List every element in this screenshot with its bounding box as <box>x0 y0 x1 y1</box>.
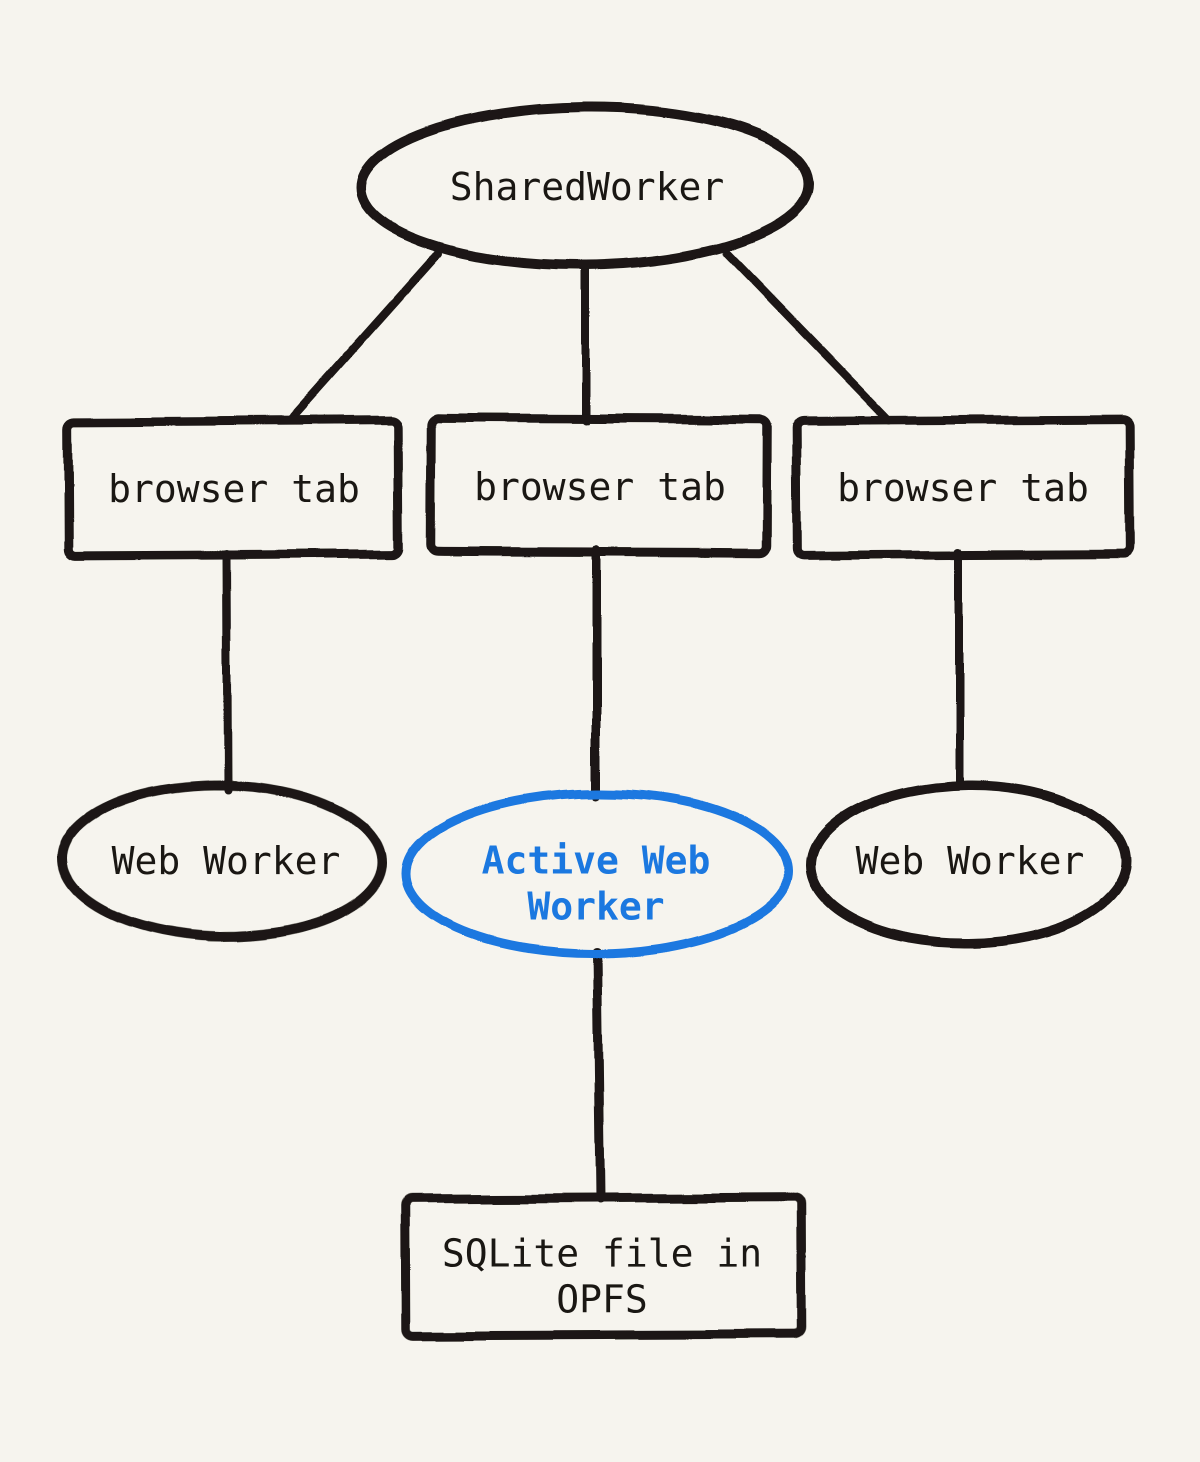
browser-tab-left-label: browser tab <box>108 467 360 512</box>
browser-tab-center-label: browser tab <box>474 465 726 510</box>
web-worker-right-shape <box>806 779 1130 949</box>
active-web-worker-label: Active Web Worker <box>481 838 711 928</box>
edge-active-to-sqlite <box>592 946 605 1204</box>
sqlite-file-shape <box>401 1192 806 1341</box>
web-worker-left-label: Web Worker <box>111 839 341 884</box>
browser-tab-left-shape <box>63 415 403 561</box>
web-worker-right-label: Web Worker <box>855 839 1085 884</box>
active-web-worker-shape <box>401 788 793 958</box>
sqlite-file-label: SQLite file in OPFS <box>441 1231 763 1321</box>
shared-worker-label: SharedWorker <box>449 165 725 210</box>
web-worker-left-shape <box>57 779 387 943</box>
browser-tab-right-shape <box>792 414 1135 561</box>
browser-tab-center-shape <box>426 413 772 558</box>
browser-tab-right-label: browser tab <box>837 466 1089 511</box>
edge-tab-left-to-webworker <box>223 550 232 794</box>
edge-sharedworker-to-tab-right <box>723 249 894 425</box>
edge-sharedworker-to-tab-left <box>285 250 442 425</box>
shared-worker-shape <box>356 101 814 271</box>
